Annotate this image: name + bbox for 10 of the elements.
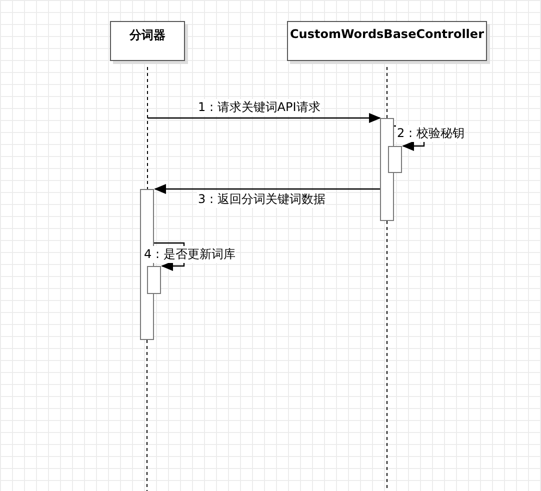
lifeline-header-box: 分词器 [110,21,185,61]
activation-bar [147,266,161,294]
message-label: 3 : 返回分词关键词数据 [197,191,326,208]
message-label: 4 : 是否更新词库 [143,246,236,263]
message-label: 2 : 校验秘钥 [396,125,466,142]
lifeline-header-box: CustomWordsBaseController [287,21,487,61]
activation-bar [388,146,402,173]
message-label: 1 : 请求关键词API请求 [197,99,322,116]
message-arrow [154,184,380,194]
message-arrow [148,113,381,123]
